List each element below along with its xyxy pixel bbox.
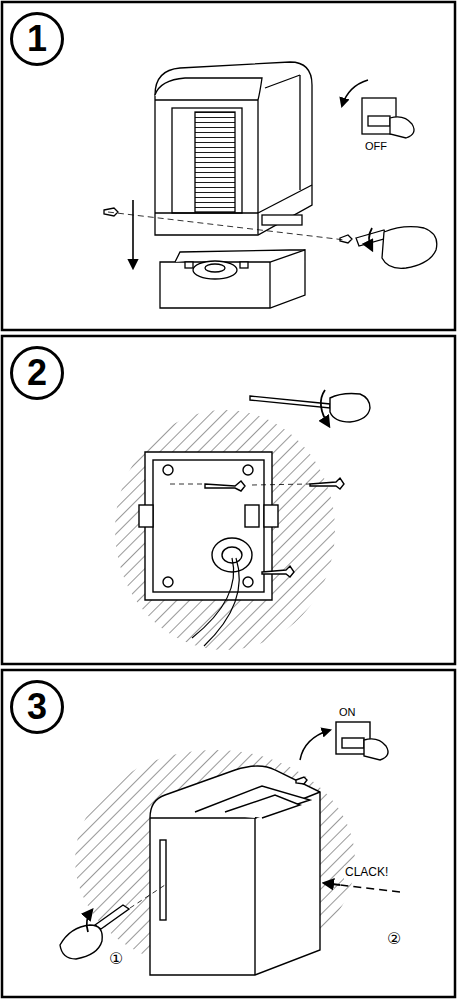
- callout-number: ②: [386, 930, 402, 948]
- sound-label: CLACK!: [344, 866, 389, 879]
- step-number: 3: [27, 689, 47, 725]
- callout-number: ①: [108, 950, 124, 968]
- step-number: 1: [27, 21, 47, 57]
- step-number-circle: 2: [10, 346, 64, 400]
- step-number: 2: [27, 355, 47, 391]
- step-number-circle: 3: [10, 680, 64, 734]
- switch-state: ON: [338, 706, 357, 718]
- switch-state: OFF: [364, 140, 388, 152]
- step-number-circle: 1: [10, 12, 64, 66]
